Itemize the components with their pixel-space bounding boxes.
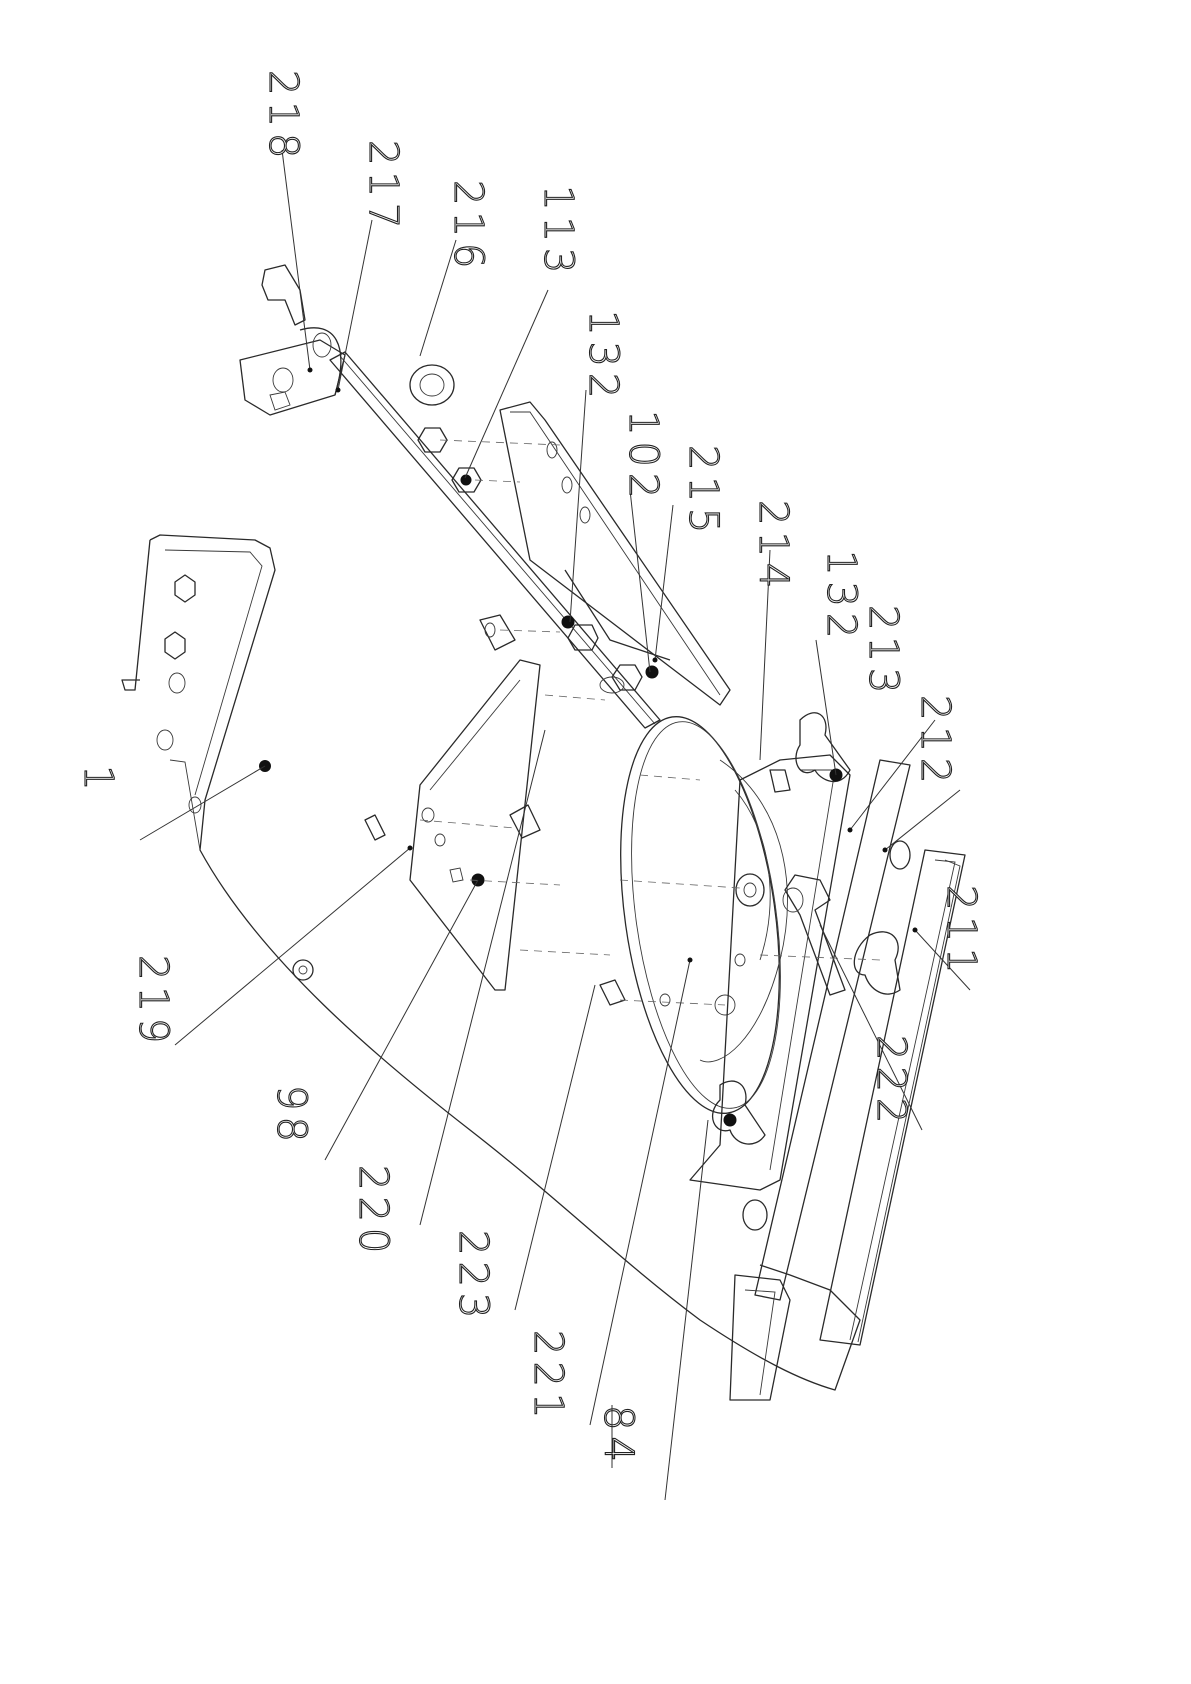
hex-bolt-icon bbox=[262, 265, 305, 325]
callout-132-upper: 132 bbox=[580, 310, 626, 404]
wing-nut-icon bbox=[854, 932, 900, 994]
callout-221: 221 bbox=[525, 1330, 571, 1424]
callout-1: 1 bbox=[75, 765, 121, 796]
callout-223: 223 bbox=[450, 1230, 496, 1324]
callout-102: 102 bbox=[620, 410, 666, 504]
callout-220: 220 bbox=[350, 1165, 396, 1259]
bracket-plate-219 bbox=[365, 615, 540, 990]
body-panel-lower-edge bbox=[170, 760, 200, 850]
body-panel-left-flange bbox=[122, 540, 150, 690]
wing-nut-icon bbox=[796, 713, 850, 782]
bracket-218 bbox=[240, 265, 345, 415]
callout-216: 216 bbox=[445, 180, 491, 274]
body-panel-inner-edge bbox=[165, 550, 262, 795]
callout-98: 98 bbox=[268, 1085, 314, 1148]
callout-213: 213 bbox=[860, 605, 906, 699]
base-plate-213 bbox=[690, 713, 910, 1230]
callout-222: 222 bbox=[868, 1035, 914, 1129]
leader-lines bbox=[140, 150, 970, 1500]
callout-218: 218 bbox=[260, 70, 306, 164]
callout-217: 217 bbox=[360, 140, 406, 234]
callout-212: 212 bbox=[912, 695, 958, 789]
grommet-icon bbox=[293, 960, 313, 980]
callout-215: 215 bbox=[680, 445, 726, 539]
callout-84: 84 bbox=[595, 1405, 641, 1468]
callout-labels: 218 217 216 113 132 102 215 214 132 213 … bbox=[75, 70, 984, 1468]
callout-113: 113 bbox=[535, 185, 581, 279]
body-panel-bolts bbox=[157, 575, 313, 980]
callout-214: 214 bbox=[750, 500, 796, 594]
callout-211: 211 bbox=[938, 885, 984, 979]
rotating-disc-221 bbox=[598, 707, 803, 1124]
callout-132-lower: 132 bbox=[818, 550, 864, 644]
body-panel-outline bbox=[150, 535, 860, 1390]
washer-216 bbox=[410, 365, 481, 492]
callout-219: 219 bbox=[130, 955, 176, 1049]
